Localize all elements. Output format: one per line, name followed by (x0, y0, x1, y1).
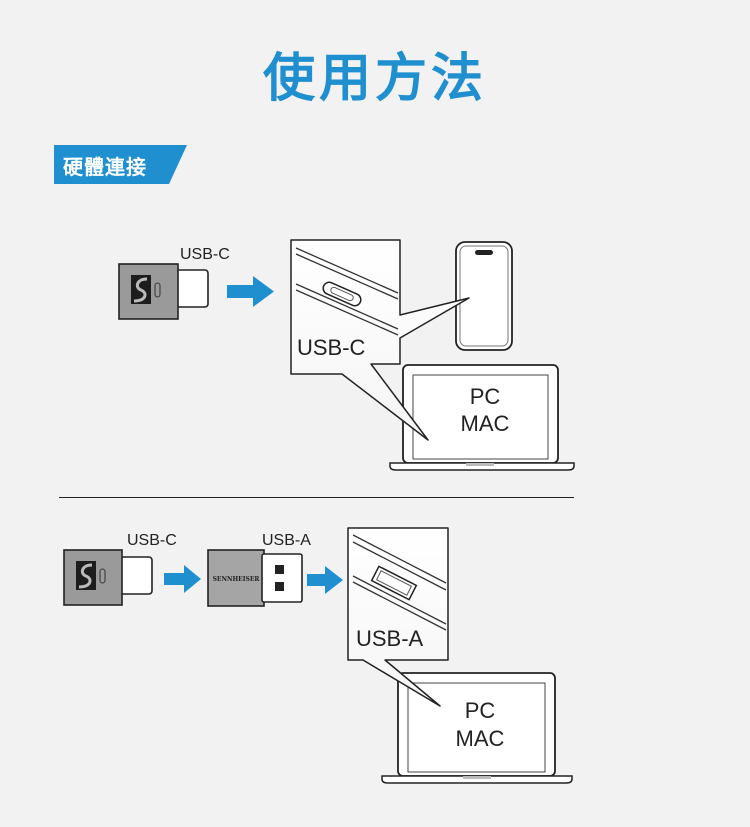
top-laptop-line-2: MAC (461, 411, 510, 436)
page-title: 使用方法 (262, 49, 487, 109)
section-tag: 硬體連接 (54, 145, 187, 184)
bottom-adapter-label: USB-A (262, 532, 311, 549)
bottom-dongle-label: USB-C (127, 532, 177, 549)
top-dongle-label: USB-C (180, 246, 230, 263)
adapter-brand: SENNHEISER (213, 576, 261, 583)
bottom-laptop-line-1: PC (465, 698, 496, 723)
arrow-right-icon (307, 566, 343, 594)
usb-a-adapter-icon (207, 549, 303, 607)
section-title: 硬體連接 (63, 155, 147, 179)
section-tag-background (54, 145, 187, 184)
bottom-port-label: USB-A (356, 626, 424, 651)
arrow-right-icon (164, 565, 201, 593)
bottom-laptop-line-2: MAC (456, 726, 505, 751)
laptop-icon (389, 364, 575, 471)
top-port-label: USB-C (297, 335, 366, 360)
port-callout (290, 239, 470, 441)
sennheiser-dongle-icon (63, 549, 153, 606)
arrow-right-icon (227, 276, 274, 307)
sennheiser-dongle-icon (118, 263, 209, 320)
port-callout (347, 527, 449, 707)
laptop-icon (381, 672, 573, 784)
top-laptop-line-1: PC (470, 384, 501, 409)
smartphone-icon (455, 241, 513, 351)
